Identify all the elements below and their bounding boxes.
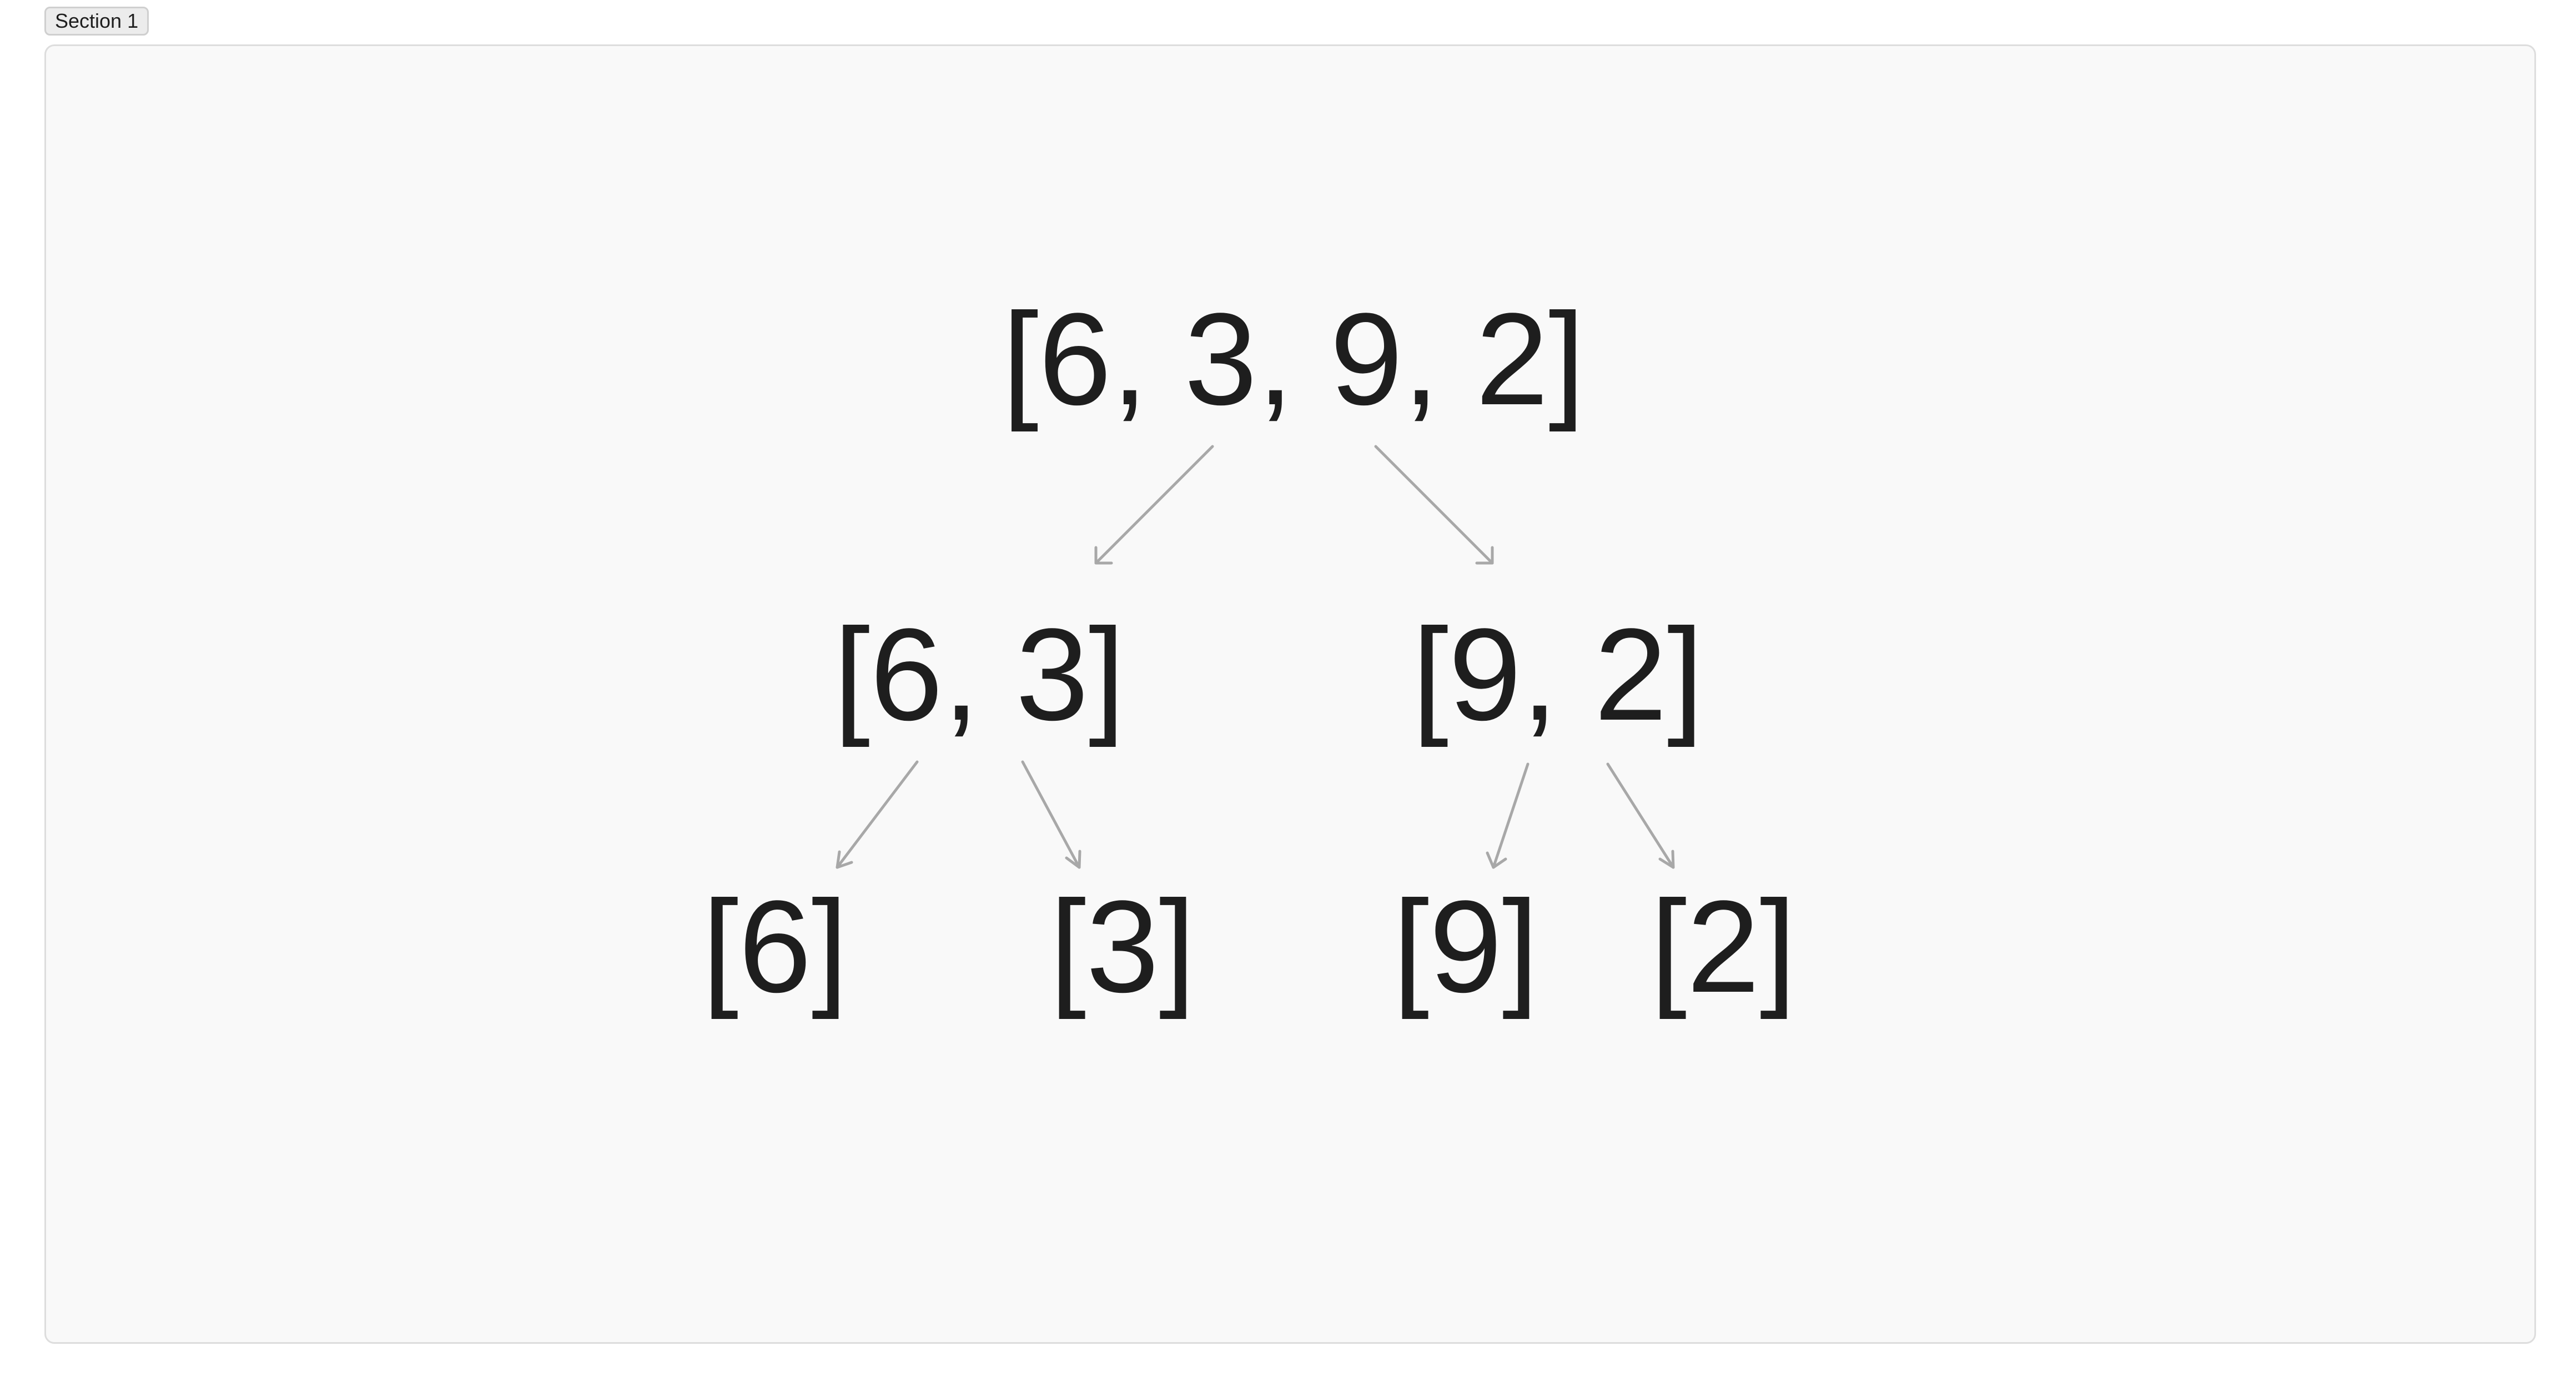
arrow-root-to-right — [1374, 445, 1494, 565]
root-node: [6, 3, 9, 2] — [1002, 286, 1585, 433]
leaf-node-9: [9] — [1393, 873, 1538, 1020]
leaf-node-6: [6] — [702, 873, 848, 1020]
arrow-left-to-right-leaf — [1021, 760, 1081, 869]
leaf-node-3: [3] — [1050, 873, 1195, 1020]
leaf-node-2: [2] — [1651, 873, 1796, 1020]
arrow-right-to-right-leaf — [1606, 762, 1675, 869]
section-label[interactable]: Section 1 — [44, 7, 149, 36]
arrow-right-to-left-leaf — [1486, 762, 1530, 869]
section-frame — [44, 44, 2536, 1344]
left-child-node: [6, 3] — [834, 601, 1125, 748]
right-child-node: [9, 2] — [1412, 601, 1704, 748]
arrow-root-to-left — [1094, 445, 1214, 565]
arrow-left-to-left-leaf — [836, 760, 919, 869]
